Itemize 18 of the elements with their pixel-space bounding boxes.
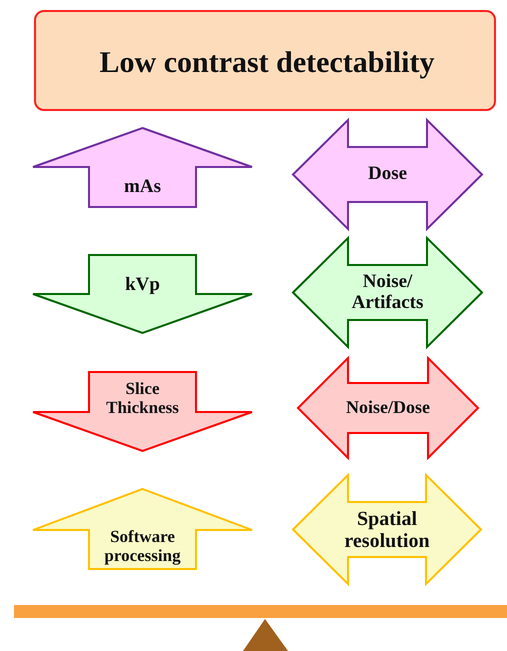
two-way-block [293,238,482,347]
down-pointing-block [33,372,252,451]
two-way-block [293,120,482,229]
two-way-block [293,475,481,584]
up-pointing-block [33,128,252,207]
title-box [34,10,496,111]
two-way-block [298,358,478,458]
arrow-label: Noise/ Artifacts [350,272,424,314]
down-pointing-block [33,255,252,333]
arrow-label: Software processing [103,528,182,566]
arrow-label: kVp [124,274,161,296]
arrow-label: Slice Thickness [105,380,180,418]
arrow-label: Dose [366,164,408,185]
arrow-label: Spatial resolution [343,508,431,552]
up-pointing-block [33,489,252,569]
arrow-label: Noise/Dose [345,398,431,418]
title-text: Low contrast detectability [98,46,436,79]
arrow-label: mAs [123,176,162,198]
